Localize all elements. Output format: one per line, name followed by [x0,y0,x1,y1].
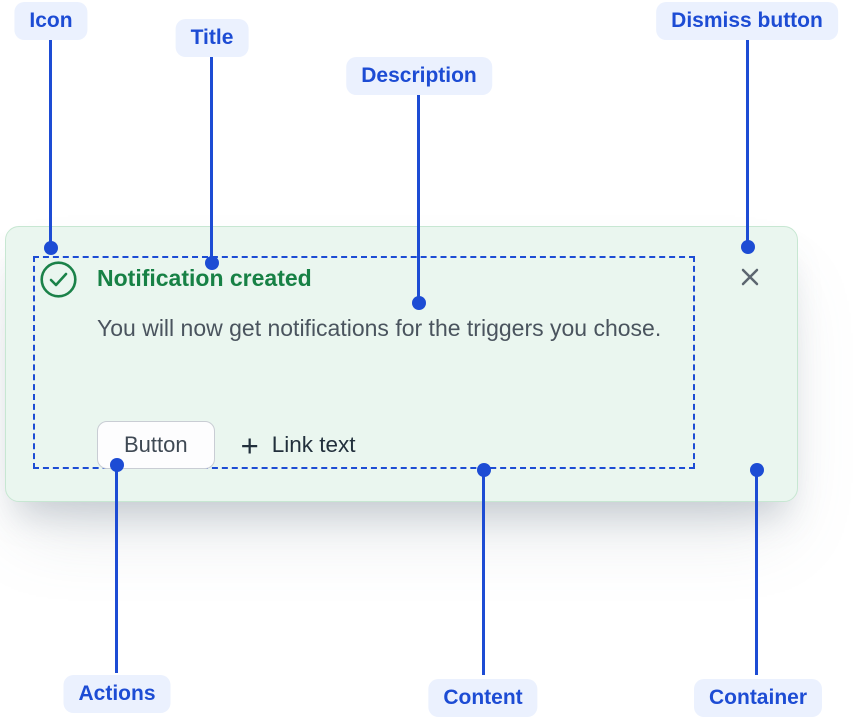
actions-connector-dot [110,458,124,472]
container-connector-dot [750,463,764,477]
dismiss-button[interactable] [732,259,768,295]
flag-container: Notification created You will now get no… [5,226,798,502]
flag-link-label: Link text [271,432,356,457]
dismiss-connector-line [746,40,749,241]
title-connector-dot [205,256,219,270]
content-connector-dot [477,463,491,477]
actions-connector-line [115,465,118,673]
annotation-label-dismiss-button: Dismiss button [656,2,838,40]
content-connector-line [482,470,485,675]
flag-title: Notification created [97,265,312,291]
icon-connector-dot [44,241,58,255]
dismiss-connector-dot [741,240,755,254]
annotation-label-description: Description [346,57,492,95]
description-connector-dot [412,296,426,310]
annotation-label-actions: Actions [63,675,171,713]
annotation-label-content: Content [428,679,538,717]
content-area-outline [33,256,695,469]
container-connector-line [755,470,758,675]
annotation-label-icon: Icon [14,2,88,40]
description-connector-line [417,95,420,298]
annotation-label-container: Container [693,679,823,717]
flag-action-link[interactable]: + Link text [241,430,356,461]
flag-description: You will now get notifications for the t… [97,315,662,341]
title-connector-line [210,57,213,257]
annotation-label-title: Title [175,19,249,57]
plus-icon: + [240,427,259,463]
flag-actions-row: Button + Link text [97,421,356,469]
check-circle-icon [40,261,77,298]
icon-connector-line [49,40,52,243]
close-icon [741,268,759,286]
